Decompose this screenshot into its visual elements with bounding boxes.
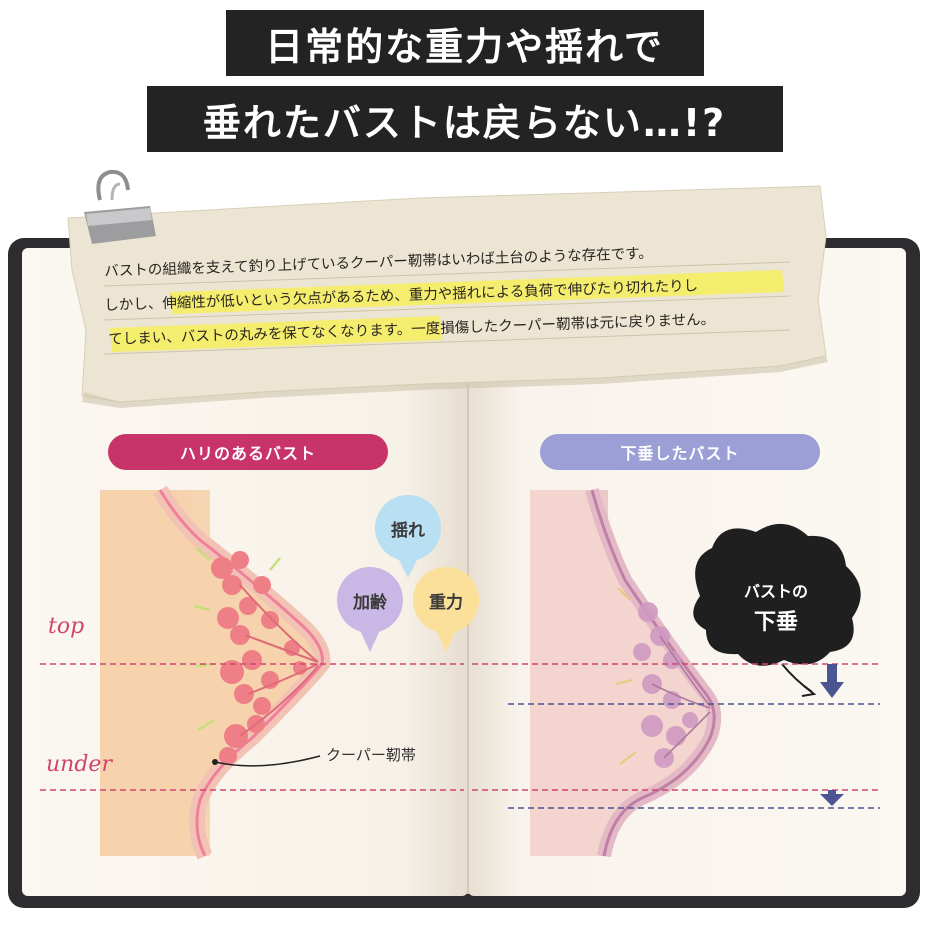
- arrow-down-icon: [820, 664, 844, 698]
- gravity-label: 重力: [429, 593, 463, 613]
- headline-line-1: 日常的な重力や揺れで: [225, 10, 704, 76]
- note-line-2-plain: しかし、: [104, 296, 163, 314]
- sagging-bust-illustration: [530, 488, 722, 858]
- ligament-pointer: [214, 755, 321, 767]
- shake-bubble: [375, 495, 441, 578]
- sagging-bust-label: 下垂したバスト: [540, 434, 820, 470]
- sag-callout-line-2: 下垂: [753, 610, 798, 635]
- binder-clip-icon: [84, 169, 156, 244]
- sag-callout-line-1: バストの: [743, 582, 808, 601]
- gravity-bubble: [413, 567, 479, 652]
- highlight-mark-1: [170, 270, 784, 314]
- aging-label: 加齢: [353, 593, 387, 613]
- firm-bust-label: ハリのあるバスト: [108, 434, 388, 470]
- under-label: under: [46, 752, 112, 777]
- top-label: top: [48, 614, 85, 639]
- arrow-down-icon: [820, 790, 844, 806]
- cooper-ligament-label: クーパー靭帯: [326, 746, 416, 764]
- aging-bubble: [337, 567, 403, 652]
- shake-label: 揺れ: [391, 521, 425, 541]
- sag-callout-burst: [693, 523, 861, 666]
- highlight-mark-2: [110, 316, 442, 352]
- headline-line-2: 垂れたバストは戻らない…!?: [146, 86, 783, 152]
